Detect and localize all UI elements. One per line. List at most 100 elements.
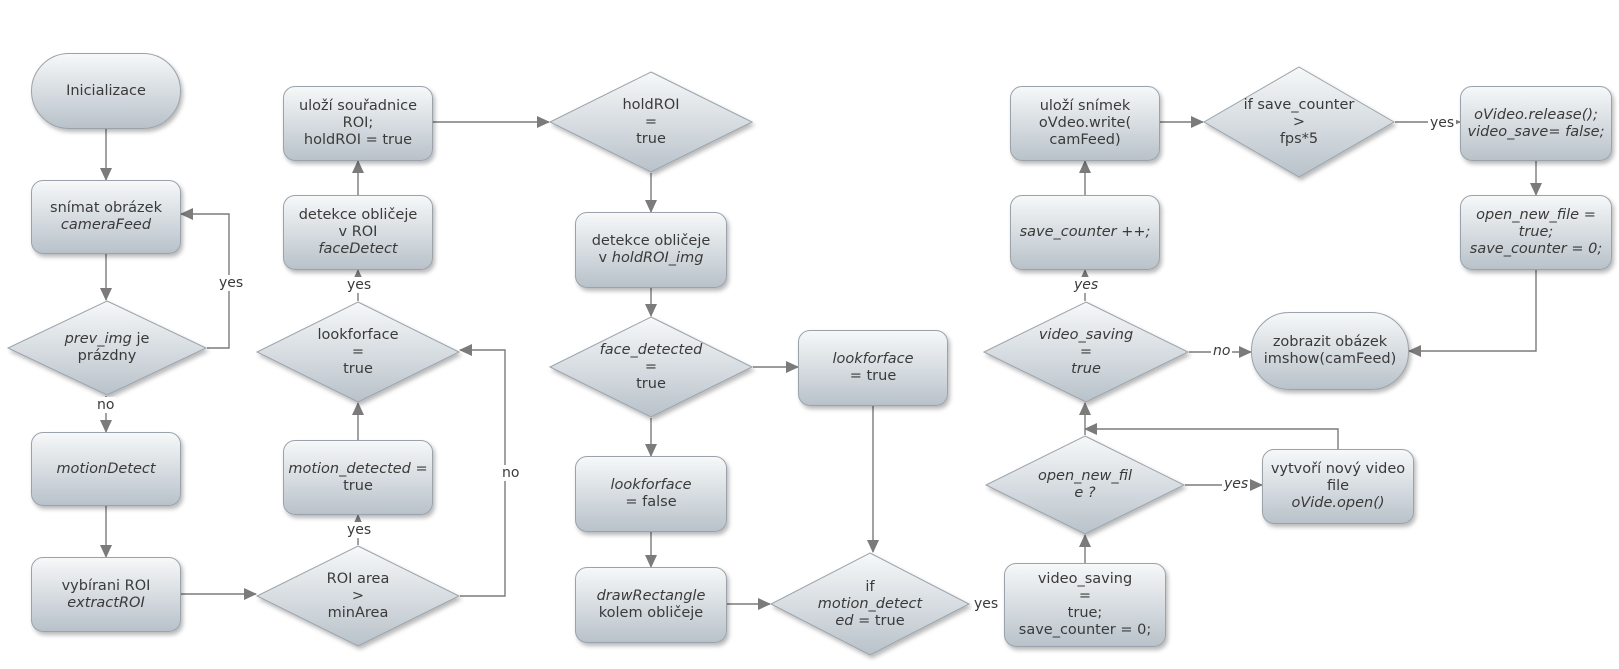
- node-face-detected-check: face_detected=true: [548, 316, 754, 418]
- node-text: uloží snímek: [1039, 98, 1131, 114]
- node-text: true: [343, 360, 373, 377]
- node-text-line: e ?: [1038, 485, 1132, 502]
- diamond-shape: [255, 545, 461, 647]
- edge-label-open-file-yes: yes: [1222, 476, 1251, 492]
- node-text-line: file: [1271, 478, 1405, 495]
- node-text: = false: [625, 494, 677, 510]
- node-if-save-counter: if save_counter>fps*5: [1203, 66, 1395, 178]
- node-text: detekce obličeje: [591, 233, 711, 249]
- node-text: true: [636, 130, 666, 147]
- node-text-line: prev_img je: [65, 331, 150, 348]
- node-text-line: zobrazit obázek: [1264, 334, 1397, 351]
- node-text: true;: [1067, 605, 1103, 621]
- node-open-new-file-set: open_new_file =true;save_counter = 0;: [1460, 195, 1612, 270]
- node-text-line: true: [1039, 361, 1133, 378]
- node-text-line: extractROI: [62, 595, 151, 612]
- node-text: motion_detected: [288, 460, 411, 477]
- node-text: detekce obličeje: [298, 207, 418, 223]
- node-text-line: v ROI: [299, 224, 418, 241]
- node-text: >: [1292, 113, 1306, 130]
- node-text-line: true: [318, 361, 399, 378]
- node-text-line: faceDetect: [299, 241, 418, 258]
- node-text: if: [865, 578, 875, 595]
- node-text: extractROI: [67, 594, 145, 611]
- edge-arrow: [459, 344, 506, 597]
- node-text: =: [1079, 343, 1093, 360]
- node-text-line: video_saving: [1039, 327, 1133, 344]
- node-text-line: holdROI: [622, 97, 679, 114]
- node-lookforface-check: lookforface=true: [255, 301, 461, 403]
- node-text-line: ROI area: [327, 571, 390, 588]
- node-text: faceDetect: [318, 241, 398, 257]
- node-motion-detect: motionDetect: [31, 432, 181, 506]
- node-text: holdROI: [622, 96, 680, 113]
- node-text: face_detected: [599, 341, 703, 358]
- node-motion-detected-true: motion_detected =true: [283, 440, 433, 515]
- node-video-saving-check: video_saving=true: [982, 301, 1190, 403]
- node-init: Inicializace: [31, 53, 181, 129]
- node-text-line: save_counter = 0;: [1470, 241, 1602, 258]
- node-text: >: [351, 587, 365, 604]
- node-text-line: video_save= false;: [1468, 124, 1605, 141]
- node-text: =: [351, 343, 365, 360]
- node-text: e ?: [1074, 485, 1096, 501]
- node-text: lookforface: [832, 351, 914, 367]
- node-text: prev_img: [64, 331, 132, 347]
- node-lookforface-true: lookforface= true: [798, 330, 948, 406]
- node-text-line: snímat obrázek: [50, 200, 162, 217]
- edge-label-if-motion-yes: yes: [972, 596, 1001, 612]
- node-text-line: kolem obličeje: [597, 605, 706, 622]
- node-text-line: uloží snímek: [1039, 98, 1131, 115]
- node-text-line: open_new_file =: [1470, 207, 1602, 224]
- node-text-line: =: [622, 114, 679, 131]
- node-text: prázdny: [77, 348, 137, 364]
- node-text: true: [636, 375, 666, 392]
- diamond-shape: [548, 71, 754, 173]
- edge-label-lookforface-yes: yes: [345, 277, 374, 293]
- node-text: imshow(camFeed): [1263, 351, 1397, 367]
- node-text-line: vytvoří nový video: [1271, 461, 1405, 478]
- node-text-line: true: [288, 478, 427, 495]
- node-text-line: open_new_fil: [1038, 468, 1132, 485]
- node-text: save_counter = 0;: [1018, 622, 1152, 638]
- diamond-shape: [548, 316, 754, 418]
- node-text-line: v holdROI_img: [592, 250, 711, 267]
- node-text: video_save= false;: [1467, 123, 1605, 140]
- diamond-shape: [769, 552, 971, 656]
- diamond-shape: [1203, 66, 1395, 178]
- node-text: cameraFeed: [60, 217, 152, 233]
- node-text: oVdeo.write(: [1038, 115, 1132, 131]
- node-text-line: save_counter = 0;: [1019, 622, 1151, 639]
- node-text: uloží souřadnice: [298, 98, 418, 114]
- node-text: video_saving: [1038, 326, 1134, 343]
- node-text: save_counter = 0;: [1469, 241, 1603, 257]
- node-text: true;: [1518, 224, 1554, 240]
- node-text: motionDetect: [56, 460, 156, 477]
- node-text: minArea: [327, 604, 389, 621]
- node-text: true: [343, 477, 373, 494]
- node-text-line: Inicializace: [66, 83, 146, 100]
- node-text: v: [598, 250, 612, 266]
- diamond-shape: [982, 301, 1190, 403]
- diamond-shape: [255, 301, 461, 403]
- node-text-line: if save_counter: [1244, 97, 1355, 114]
- node-text: save_counter ++;: [1019, 224, 1151, 240]
- node-text: oVide.open(): [1291, 495, 1385, 511]
- node-text: open_new_file =: [1476, 207, 1596, 223]
- node-text-line: motion_detect: [818, 596, 922, 613]
- node-text: = true: [849, 368, 897, 384]
- node-text-line: fps*5: [1244, 131, 1355, 148]
- edge-label-roi-yes: yes: [345, 522, 374, 538]
- node-roi-area: ROI area>minArea: [255, 545, 461, 647]
- node-text-line: drawRectangle: [597, 588, 706, 605]
- node-text-line: motion_detected =: [288, 461, 427, 478]
- node-text-line: lookforface: [318, 327, 399, 344]
